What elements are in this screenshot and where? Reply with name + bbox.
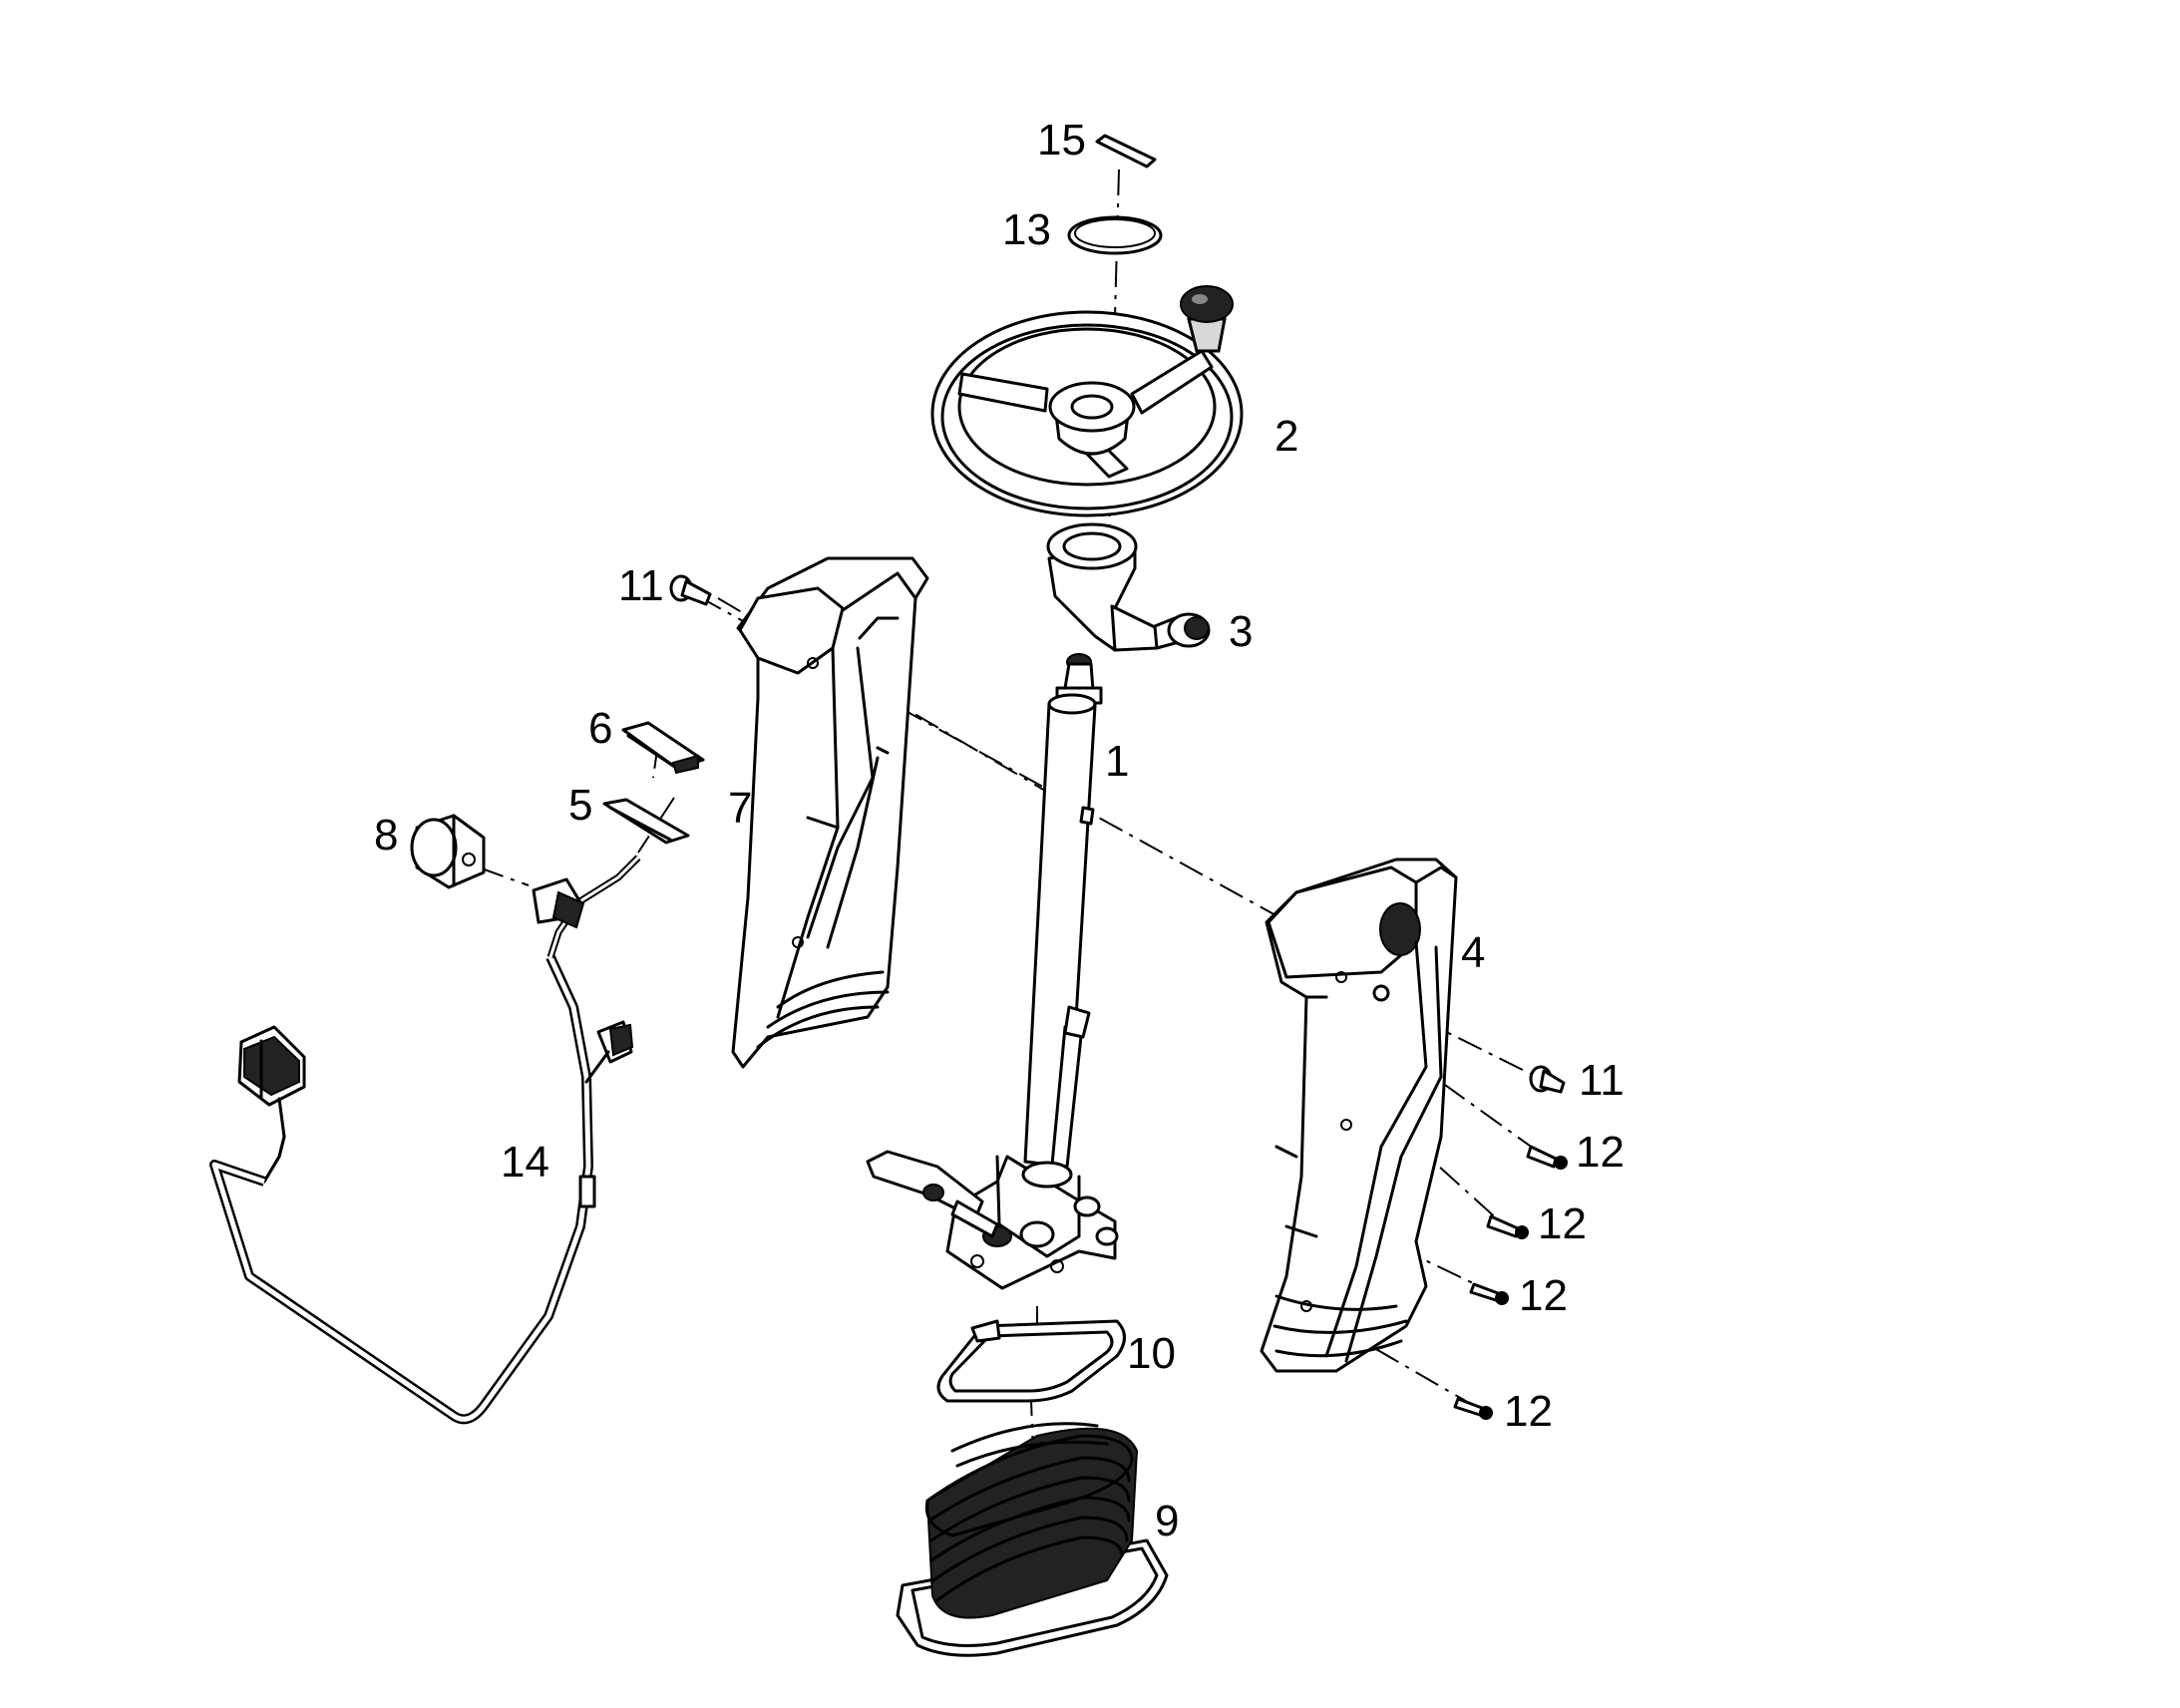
part-4-right-cover — [1260, 857, 1458, 1373]
callout-12-b: 12 — [1538, 1199, 1587, 1248]
part-6-bracket — [621, 721, 705, 775]
callout-11-right: 11 — [1579, 1056, 1625, 1105]
part-15-plate — [1095, 134, 1157, 169]
callout-2: 2 — [1274, 412, 1298, 461]
callout-10: 10 — [1127, 1329, 1176, 1378]
callout-labels: 1 2 3 4 5 6 7 8 9 10 11 11 12 12 12 12 1… — [374, 116, 1625, 1545]
callout-6: 6 — [588, 704, 612, 753]
callout-9: 9 — [1155, 1497, 1179, 1545]
part-1-steering-column — [866, 653, 1119, 1290]
callout-11-left: 11 — [618, 561, 664, 610]
callout-5: 5 — [568, 781, 592, 830]
part-5-bracket — [602, 798, 690, 845]
callout-3: 3 — [1229, 607, 1253, 656]
callout-1: 1 — [1105, 737, 1129, 786]
callout-4: 4 — [1461, 928, 1485, 977]
part-12-screw-1 — [1526, 1145, 1568, 1170]
part-3-clamp — [1046, 522, 1211, 652]
callout-12-a: 12 — [1576, 1128, 1625, 1177]
part-10-gasket — [936, 1319, 1126, 1403]
bellows-ribs — [924, 1422, 1134, 1602]
part-2-steering-wheel — [930, 285, 1244, 517]
callout-14: 14 — [501, 1138, 549, 1187]
part-7-left-cover — [731, 556, 929, 1069]
part-11-screw-left — [669, 574, 712, 606]
part-11-screw-right — [1529, 1065, 1566, 1094]
part-12-screw-2 — [1486, 1214, 1529, 1239]
callout-12-c: 12 — [1519, 1271, 1568, 1320]
part-12-screw-3 — [1469, 1282, 1509, 1305]
part-8-switch — [410, 814, 486, 889]
callout-8: 8 — [374, 811, 398, 859]
callout-15: 15 — [1037, 116, 1086, 165]
callout-12-d: 12 — [1504, 1387, 1553, 1436]
callout-7: 7 — [728, 784, 752, 833]
part-14-wire-harness — [209, 854, 641, 1425]
part-9-bellows-boot — [896, 1422, 1169, 1657]
part-12-screw-4 — [1453, 1397, 1493, 1420]
part-13-cap — [1067, 215, 1163, 255]
callout-13: 13 — [1002, 205, 1051, 254]
